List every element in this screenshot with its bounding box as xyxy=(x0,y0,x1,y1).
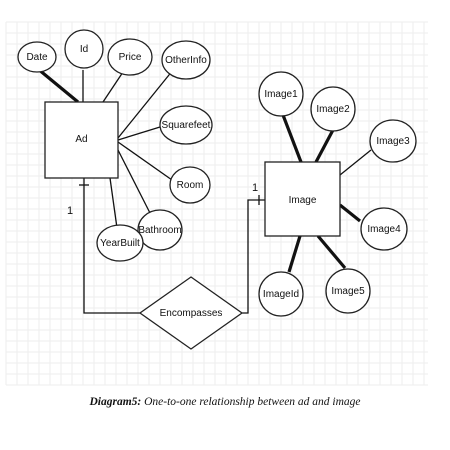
attr-date-label: Date xyxy=(26,52,48,63)
attr-date: Date xyxy=(17,41,57,73)
attr-image3: Image3 xyxy=(369,119,417,163)
caption-text: One-to-one relationship between ad and i… xyxy=(144,396,361,408)
figure-caption: Diagram5: One-to-one relationship betwee… xyxy=(0,396,450,408)
attr-squarefeet: Squarefeet xyxy=(159,105,213,145)
link-encompasses-image xyxy=(242,199,265,314)
attr-yearbuilt-label: YearBuilt xyxy=(100,238,140,249)
attr-image2: Image2 xyxy=(310,86,356,132)
link-room xyxy=(117,141,173,181)
attr-room-label: Room xyxy=(177,180,204,191)
attr-price: Price xyxy=(107,38,153,76)
attr-yearbuilt: YearBuilt xyxy=(96,224,144,262)
image-attribute-links xyxy=(281,114,372,273)
entity-image: Image xyxy=(264,161,341,237)
attr-imageid-label: ImageId xyxy=(263,289,299,300)
link-ad-encompasses xyxy=(83,178,140,314)
link-otherinfo xyxy=(117,69,174,139)
attr-price-label: Price xyxy=(119,52,142,63)
relationship-links xyxy=(79,178,265,314)
cardinality-ad: 1 xyxy=(67,205,73,217)
attr-id: Id xyxy=(64,29,104,69)
entity-ad-box xyxy=(44,101,119,179)
link-image2 xyxy=(314,129,335,163)
link-bathroom xyxy=(117,149,152,216)
link-price xyxy=(102,71,124,103)
attr-image5: Image5 xyxy=(325,268,371,314)
link-squarefeet xyxy=(117,126,161,141)
attr-bathroom-label: Bathroom xyxy=(138,225,181,236)
entity-ad: Ad xyxy=(44,101,119,179)
link-image3 xyxy=(339,149,372,176)
ad-attribute-links xyxy=(36,67,174,229)
attr-image1-label: Image1 xyxy=(264,89,298,100)
relationship-diamond xyxy=(138,276,244,350)
attr-squarefeet-label: Squarefeet xyxy=(162,120,211,131)
link-image5 xyxy=(316,234,347,270)
attr-image4-label: Image4 xyxy=(367,224,401,235)
link-image1 xyxy=(281,114,303,163)
link-imageid xyxy=(287,235,302,273)
attr-image2-label: Image2 xyxy=(316,104,350,115)
attr-room: Room xyxy=(169,166,211,204)
caption-label: Diagram5: xyxy=(89,396,142,408)
entity-ad-label: Ad xyxy=(75,134,87,145)
link-date xyxy=(36,67,80,104)
attr-otherinfo: OtherInfo xyxy=(161,40,211,80)
attr-id-label: Id xyxy=(80,44,88,55)
attr-otherinfo-label: OtherInfo xyxy=(165,55,207,66)
cardinality-image: 1 xyxy=(252,182,258,194)
link-image4 xyxy=(339,203,361,223)
attr-image3-label: Image3 xyxy=(376,136,410,147)
entity-image-box xyxy=(264,161,341,237)
relationship-label: Encompasses xyxy=(160,308,223,319)
attr-image5-label: Image5 xyxy=(331,286,365,297)
relationship-encompasses: Encompasses xyxy=(138,276,244,350)
link-yearbuilt xyxy=(109,177,118,229)
attr-imageid: ImageId xyxy=(258,271,304,317)
attr-image4: Image4 xyxy=(360,207,408,251)
entity-image-label: Image xyxy=(289,195,317,206)
attr-image1: Image1 xyxy=(258,71,304,117)
attr-bathroom: Bathroom xyxy=(137,209,183,251)
